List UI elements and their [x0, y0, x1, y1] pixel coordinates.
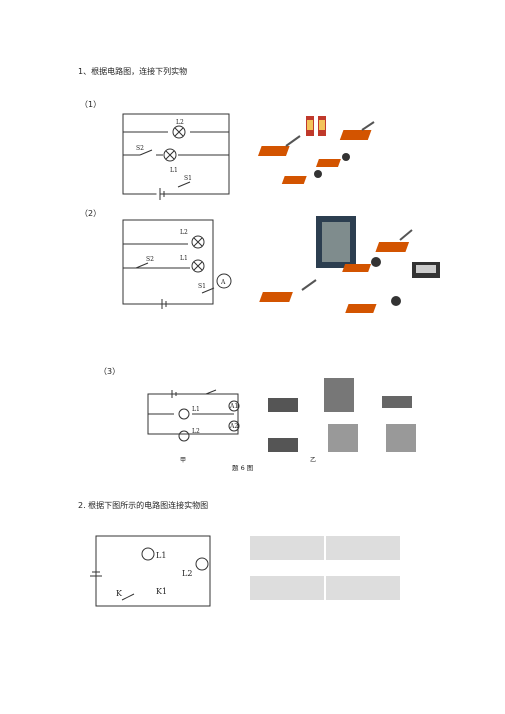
label-L2: L2 — [176, 119, 184, 126]
question-2-image: L1 L2 K K1 — [90, 535, 400, 607]
label-K1: K1 — [156, 587, 167, 596]
label-L2: L2 — [182, 569, 192, 578]
circuit-diagram-2: A L2 L1 S2 S1 — [122, 219, 232, 309]
ammeter-label: A — [220, 279, 226, 286]
label-L1: L1 — [156, 551, 166, 560]
figure-caption: 题 6 图 — [232, 464, 254, 472]
label-S2: S2 — [136, 145, 144, 152]
label-S2: S2 — [146, 256, 154, 263]
question-2-title: 2. 根据下图所示的电路图连接实物图 — [78, 501, 209, 510]
question-1-title: 1、根据电路图，连接下列实物 — [78, 67, 188, 76]
part-1-label: （1） — [80, 100, 102, 109]
components-image-1 — [257, 116, 375, 184]
label-jia: 甲 — [180, 457, 186, 464]
label-S1: S1 — [184, 175, 192, 182]
label-K: K — [116, 589, 123, 598]
label-L1: L1 — [192, 406, 200, 413]
circuit-diagram-1: L2 L1 S2 S1 — [122, 113, 230, 200]
label-L1: L1 — [170, 167, 178, 174]
label-A1: A1 — [229, 403, 238, 410]
components-image-2 — [259, 216, 440, 313]
label-A2: A2 — [229, 423, 238, 430]
label-yi: 乙 — [310, 457, 316, 464]
part-3-label: （3） — [99, 367, 121, 376]
circuit-diagram-3: A1 A2 L1 L2 甲 乙 — [147, 378, 416, 464]
label-L2: L2 — [192, 428, 200, 435]
label-S1: S1 — [198, 283, 206, 290]
label-L1: L1 — [180, 255, 188, 262]
part-2-label: （2） — [80, 209, 102, 218]
label-L2: L2 — [180, 229, 188, 236]
